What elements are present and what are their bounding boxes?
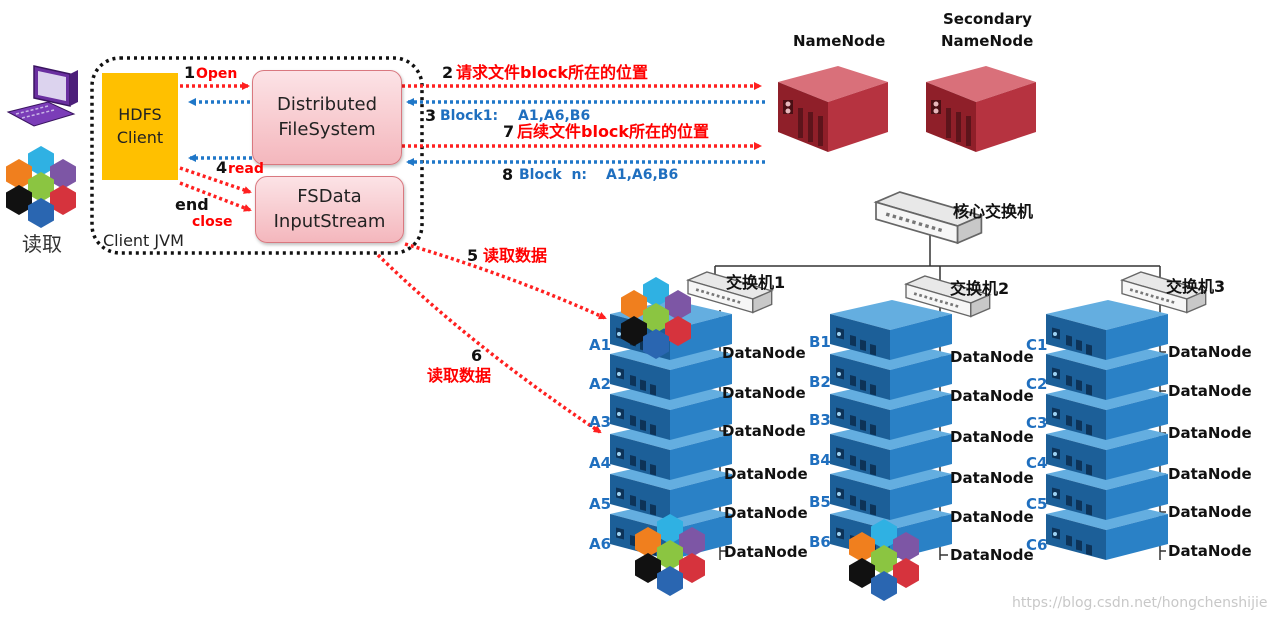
step-4-text: read	[228, 161, 264, 177]
step-3-value: A1,A6,B6	[518, 108, 591, 124]
datanode-label-b2: DataNode	[950, 387, 1034, 405]
datanode-label-a2: DataNode	[722, 384, 806, 402]
node-label-a2: A2	[589, 375, 612, 393]
client-jvm-label: Client JVM	[103, 231, 184, 250]
step-8-text: Block n:	[519, 167, 588, 183]
switch-3-label: 交换机3	[1166, 277, 1226, 296]
step-5-number: 5	[467, 246, 479, 265]
step-5-text: 读取数据	[483, 246, 548, 265]
node-label-c6: C6	[1026, 536, 1048, 554]
datanode-label-c3: DataNode	[1168, 424, 1252, 442]
datanode-label-a5: DataNode	[724, 504, 808, 522]
close-text: close	[192, 214, 233, 230]
node-label-a3: A3	[589, 413, 612, 431]
step-1-text: Open	[196, 66, 238, 82]
node-label-c2: C2	[1026, 375, 1048, 393]
datanode-label-c1: DataNode	[1168, 343, 1252, 361]
step-6-text: 读取数据	[427, 366, 492, 385]
close-arrow	[179, 181, 252, 212]
step-6-number: 6	[471, 346, 483, 365]
secondary-namenode-server-icon	[926, 66, 1036, 152]
fsd-line2: InputStream	[273, 210, 386, 232]
hdfs-client-line2: Client	[116, 127, 164, 147]
node-label-b2: B2	[809, 373, 831, 391]
node-label-c1: C1	[1026, 336, 1048, 354]
step-2-text: 请求文件block所在的位置	[456, 63, 649, 82]
watermark: https://blog.csdn.net/hongchenshijie	[1012, 595, 1268, 611]
datanode-label-b6: DataNode	[950, 546, 1034, 564]
fsd-line1: FSData	[297, 186, 362, 208]
namenode-label: NameNode	[793, 32, 886, 50]
secondary-namenode-label-2: NameNode	[941, 32, 1034, 50]
step-3-text: Block1:	[440, 108, 499, 124]
datanode-label-b5: DataNode	[950, 508, 1034, 526]
node-label-c5: C5	[1026, 495, 1048, 513]
node-label-b5: B5	[809, 493, 831, 511]
node-label-a6: A6	[589, 535, 612, 553]
rack-b	[830, 300, 952, 560]
dfs-line2: FileSystem	[278, 118, 376, 140]
datanode-label-b3: DataNode	[950, 428, 1034, 446]
datanode-label-c2: DataNode	[1168, 382, 1252, 400]
rack-c	[1046, 300, 1168, 560]
datanode-label-a1: DataNode	[722, 344, 806, 362]
node-label-b1: B1	[809, 333, 831, 351]
node-label-c4: C4	[1026, 454, 1048, 472]
step-8-number: 8	[502, 165, 514, 184]
step-8-value: A1,A6,B6	[606, 167, 679, 183]
step-4-number: 4	[216, 158, 228, 177]
core-switch-label: 核心交换机	[953, 202, 1034, 221]
datanode-label-c5: DataNode	[1168, 503, 1252, 521]
step-3-number: 3	[425, 106, 437, 125]
switch-1-label: 交换机1	[726, 273, 786, 292]
secondary-namenode-label-1: Secondary	[943, 10, 1032, 28]
step-7-text: 后续文件block所在的位置	[517, 122, 710, 141]
datanode-label-c4: DataNode	[1168, 465, 1252, 483]
step-7-number: 7	[503, 122, 515, 141]
switch-2-label: 交换机2	[950, 279, 1010, 298]
step-1-number: 1	[184, 63, 196, 82]
hadoop-logo-icon	[6, 146, 76, 228]
read-data-arrow-6	[376, 253, 602, 434]
computer-icon	[6, 65, 78, 127]
node-label-c3: C3	[1026, 414, 1048, 432]
client-jvm-boundary	[90, 56, 424, 255]
node-label-a4: A4	[589, 454, 612, 472]
reader-label: 读取	[22, 232, 62, 256]
read-data-arrow-5	[404, 242, 607, 320]
dfs-line1: Distributed	[276, 94, 378, 116]
node-label-b3: B3	[809, 411, 831, 429]
step-2-number: 2	[442, 63, 454, 82]
node-label-a5: A5	[589, 495, 612, 513]
datanode-label-a4: DataNode	[724, 465, 808, 483]
node-label-a1: A1	[589, 336, 612, 354]
namenode-server-icon	[778, 66, 888, 152]
datanode-label-c6: DataNode	[1168, 542, 1252, 560]
read-arrow	[179, 166, 252, 194]
datanode-label-b1: DataNode	[950, 348, 1034, 366]
datanode-label-a3: DataNode	[722, 422, 806, 440]
node-label-b4: B4	[809, 451, 831, 469]
datanode-label-b4: DataNode	[950, 469, 1034, 487]
datanode-label-a6: DataNode	[724, 543, 808, 561]
hdfs-client-line1: HDFS	[118, 105, 162, 125]
end-text: end	[175, 195, 209, 214]
node-label-b6: B6	[809, 533, 831, 551]
